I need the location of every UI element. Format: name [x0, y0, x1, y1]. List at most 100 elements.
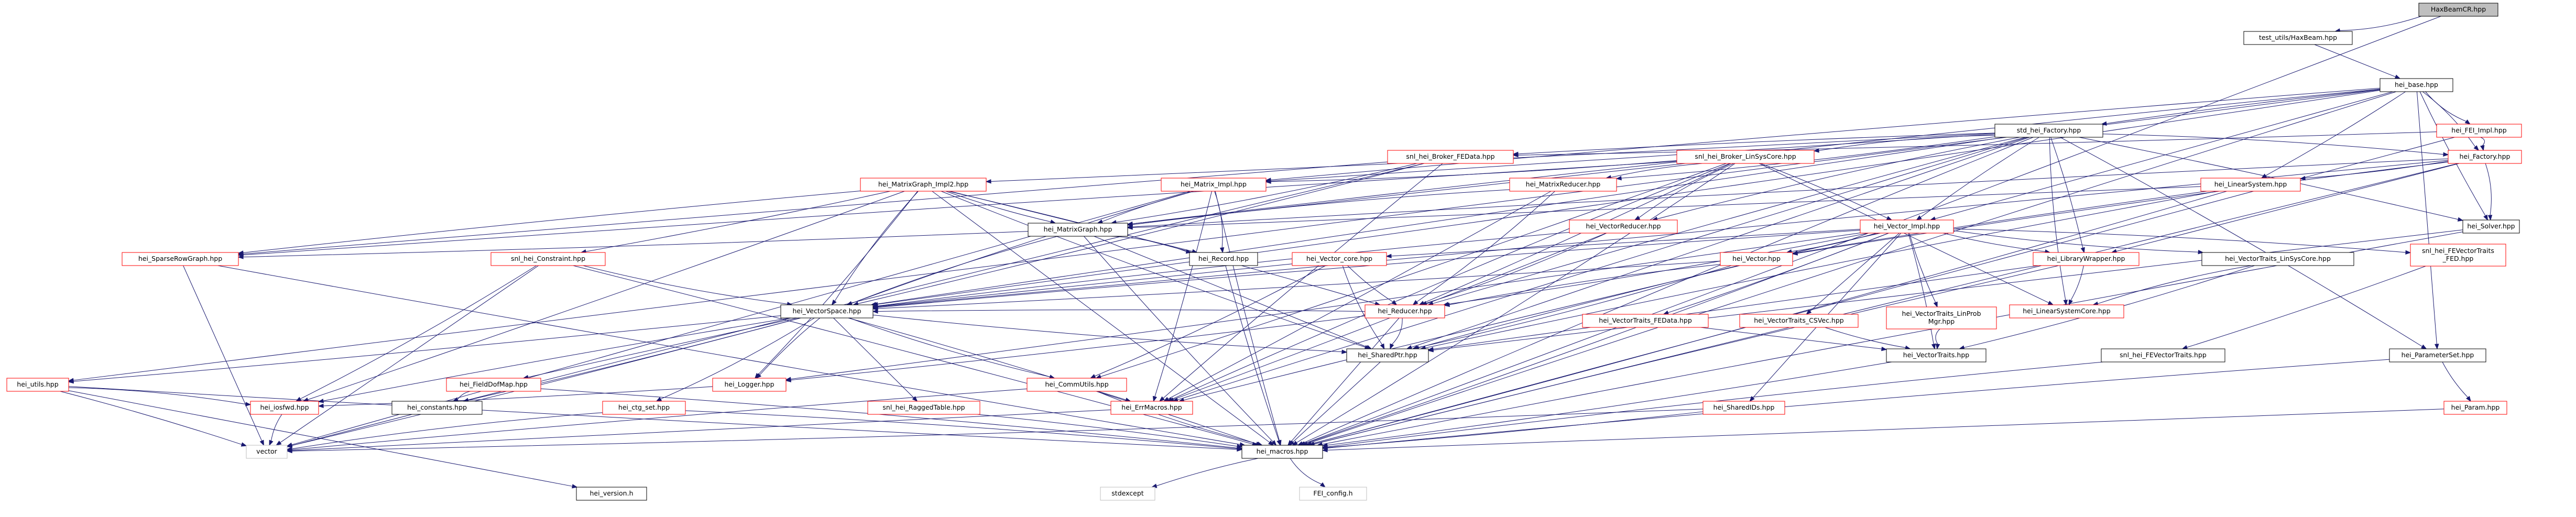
edge-base-to-macros	[1307, 91, 2396, 444]
node-test-utils[interactable]: test_utils/HaxBeam.hpp	[2243, 31, 2353, 45]
node-sharedptr[interactable]: hei_SharedPtr.hpp	[1346, 348, 1429, 362]
node-macros[interactable]: hei_macros.hpp	[1241, 445, 1323, 459]
edge-vt_linprob-to-vectortraits	[1935, 328, 1940, 345]
node-box	[1346, 348, 1429, 362]
node-shareddofs[interactable]: hei_SharedIDs.hpp	[1702, 401, 1785, 415]
node-label: Mgr.hpp	[1928, 317, 1955, 325]
arrowhead-sharedptr-to-macros	[1289, 440, 1295, 446]
node-label: hei_Vector.hpp	[1732, 255, 1781, 262]
arrowhead-std_factory-to-matrixgraph_impl2	[985, 179, 991, 184]
node-version[interactable]: hei_version.h	[576, 487, 647, 501]
node-box	[1886, 348, 1986, 362]
edge-vector_impl-to-librarywrapper	[1942, 233, 2046, 252]
node-box	[1702, 401, 1785, 415]
edge-vt_linsyscore-to-linearsystemcore	[2097, 265, 2252, 304]
arrowhead-vector_impl-to-vt_csvec	[1806, 309, 1812, 315]
arrowhead-vector_core-to-vectorspace	[872, 304, 878, 309]
edge-vectorspace-to-commutils	[849, 317, 1050, 377]
node-box	[446, 378, 541, 392]
node-vectortraits[interactable]: hei_VectorTraits.hpp	[1886, 348, 1986, 362]
node-linearsystem[interactable]: hei_LinearSystem.hpp	[2200, 178, 2301, 192]
node-librarywrapper[interactable]: hei_LibraryWrapper.hpp	[2033, 252, 2140, 266]
node-root: HaxBeamCR.hpp	[2418, 3, 2498, 17]
node-fielddofmap[interactable]: hei_FieldDofMap.hpp	[446, 378, 541, 392]
edge-vectorspace-to-utils	[73, 315, 781, 382]
node-constraint[interactable]: snl_hei_Constraint.hpp	[490, 252, 606, 266]
edge-vector_impl-to-vt_linsyscore	[1953, 230, 2199, 252]
node-reducer[interactable]: hei_Reducer.hpp	[1365, 304, 1445, 318]
node-label: hei_VectorTraits_LinProb	[1902, 310, 1981, 317]
node-label: hei_FieldDofMap.hpp	[460, 380, 528, 388]
edge-vectorreducer-to-vectorspace	[877, 232, 1570, 306]
node-vt-linsyscore[interactable]: hei_VectorTraits_LinSysCore.hpp	[2201, 252, 2354, 266]
node-label: hei_CommUtils.hpp	[1045, 380, 1108, 388]
node-label: hei_VectorTraits_CSVec.hpp	[1754, 316, 1844, 324]
edge-matrixgraph_impl2-to-matrixgraph	[945, 191, 1051, 222]
node-ctg-set[interactable]: hei_ctg_set.hpp	[602, 401, 686, 415]
node-errmacros[interactable]: hei_ErrMacros.hpp	[1110, 401, 1193, 415]
edge-broker_linsys-to-commutils	[1100, 163, 1727, 377]
dependency-edges	[60, 16, 2493, 489]
edge-iosfwd-to-vector_std	[270, 414, 282, 441]
node-vector[interactable]: hei_Vector.hpp	[1720, 252, 1793, 266]
node-std-factory[interactable]: std_hei_Factory.hpp	[1994, 124, 2103, 138]
node-matrixreducer[interactable]: hei_MatrixReducer.hpp	[1509, 178, 1617, 192]
node-label: hei_LibraryWrapper.hpp	[2047, 255, 2125, 262]
node-box	[2436, 124, 2522, 138]
edge-reducer-to-macros	[1291, 317, 1400, 442]
node-solver[interactable]: hei_Solver.hpp	[2462, 219, 2520, 234]
edge-commutils-to-errmacros	[1098, 391, 1126, 400]
edge-std_factory-to-factory	[2102, 134, 2444, 155]
node-fevt[interactable]: snl_hei_FEVectorTraits.hpp	[2101, 348, 2225, 362]
node-broker-fedata[interactable]: snl_hei_Broker_FEData.hpp	[1387, 150, 1514, 164]
edge-vector_impl-to-logger	[790, 233, 1861, 380]
node-base[interactable]: hei_base.hpp	[2379, 78, 2453, 92]
edge-librarywrapper-to-sharedptr	[1433, 265, 2039, 349]
node-vt-csvec[interactable]: hei_VectorTraits_CSVec.hpp	[1739, 314, 1859, 328]
node-vt-fedata[interactable]: hei_VectorTraits_FEData.hpp	[1582, 314, 1709, 328]
node-vectorspace[interactable]: hei_VectorSpace.hpp	[780, 304, 874, 318]
node-iosfwd[interactable]: hei_iosfwd.hpp	[250, 401, 319, 415]
arrowhead-vector_impl-to-vt_linsyscore	[2198, 249, 2204, 255]
arrowhead-raggedtable-to-macros	[1237, 444, 1243, 449]
node-box	[1860, 219, 1954, 234]
node-vectorreducer[interactable]: hei_VectorReducer.hpp	[1569, 219, 1678, 234]
node-matrixgraph[interactable]: hei_MatrixGraph.hpp	[1028, 223, 1128, 237]
node-parameterset[interactable]: hei_ParameterSet.hpp	[2389, 348, 2486, 362]
node-factory[interactable]: hei_Factory.hpp	[2448, 150, 2522, 164]
node-broker-linsys[interactable]: snl_hei_Broker_LinSysCore.hpp	[1676, 150, 1815, 164]
arrowhead-matrix_impl-to-matrixgraph	[1097, 219, 1103, 224]
edge-factory-to-linearsystem	[2305, 161, 2449, 179]
node-fei-impl[interactable]: hei_FEI_Impl.hpp	[2436, 124, 2522, 138]
node-box	[1100, 487, 1155, 501]
node-linearsystemcore[interactable]: hei_LinearSystemCore.hpp	[2009, 304, 2124, 318]
node-matrixgraph-impl2[interactable]: hei_MatrixGraph_Impl2.hpp	[860, 178, 987, 192]
node-box	[860, 178, 987, 192]
edge-factory-to-matrixgraph	[1132, 158, 2449, 227]
node-commutils[interactable]: hei_CommUtils.hpp	[1027, 378, 1127, 392]
edge-utils-to-iosfwd	[68, 387, 246, 405]
edge-vector-to-sharedptr	[1417, 265, 1732, 348]
node-param[interactable]: hei_Param.hpp	[2443, 401, 2507, 415]
edge-vector_impl-to-vectortraits	[1908, 233, 1934, 345]
edge-factory-to-solver	[2485, 163, 2492, 216]
node-logger[interactable]: hei_Logger.hpp	[712, 378, 787, 392]
edge-linearsystem-to-vector	[1797, 191, 2208, 254]
edge-std_factory-to-parameterset	[2060, 137, 2422, 347]
arrowhead-std_factory-to-broker_linsys	[1813, 148, 1819, 153]
node-vector-impl[interactable]: hei_Vector_Impl.hpp	[1860, 219, 1954, 234]
node-fevt-fed[interactable]: snl_hei_FEVectorTraits_FED.hpp	[2410, 244, 2506, 267]
node-record[interactable]: hei_Record.hpp	[1189, 252, 1258, 266]
node-sparserowgraph[interactable]: hei_SparseRowGraph.hpp	[122, 252, 239, 266]
node-constants[interactable]: hei_constants.hpp	[391, 401, 483, 415]
node-matrix-impl[interactable]: hei_Matrix_Impl.hpp	[1161, 178, 1267, 192]
node-raggedtable[interactable]: snl_hei_RaggedTable.hpp	[867, 401, 980, 415]
edge-sparserowgraph-to-vector_std	[183, 265, 263, 441]
node-stdexcept: stdexcept	[1100, 487, 1155, 501]
node-vector-core[interactable]: hei_Vector_core.hpp	[1292, 252, 1387, 266]
node-utils[interactable]: hei_utils.hpp	[6, 378, 69, 392]
edge-shareddofs-to-vector_std	[291, 409, 1704, 452]
edge-base-to-matrix_impl	[1270, 87, 2381, 180]
arrowhead-std_factory-to-parameterset	[2421, 344, 2427, 349]
